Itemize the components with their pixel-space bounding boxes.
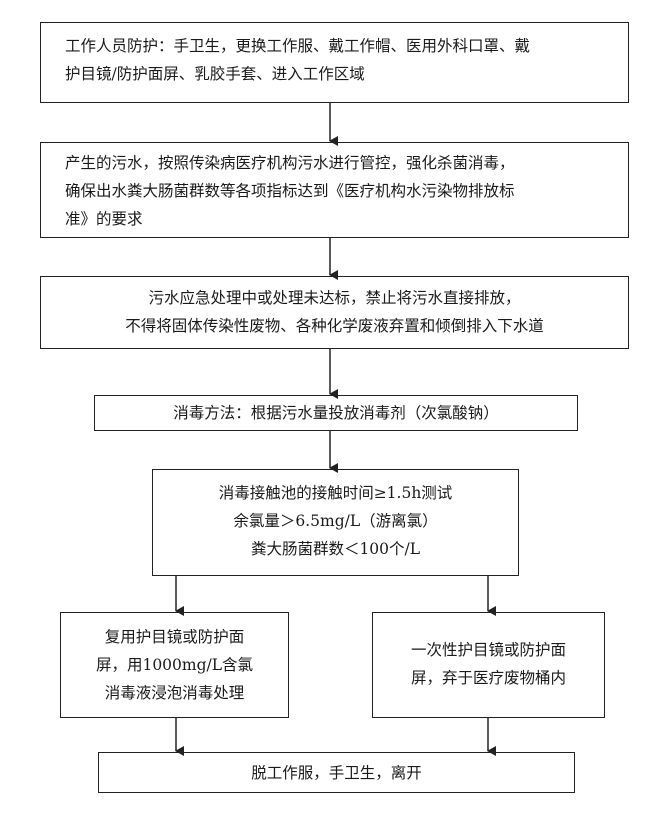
step-text-line: 复用护目镜或防护面 [104, 628, 245, 646]
step-text-line: 污水应急处理中或处理未达标，禁止将污水直接排放， [148, 289, 521, 307]
step-contact-test: 消毒接触池的接触时间≥1.5h测试 余氯量＞6.5mg/L（游离氯） 粪大肠菌群… [152, 469, 519, 576]
step-disposable-goggles: 一次性护目镜或防护面 屏，弃于医疗废物桶内 [372, 612, 605, 718]
step-text-line: 一次性护目镜或防护面 [410, 641, 566, 659]
step-text-line: 消毒接触池的接触时间≥1.5h测试 [218, 484, 453, 502]
step-reusable-goggles: 复用护目镜或防护面 屏，用1000mg/L含氯 消毒液浸泡消毒处理 [60, 612, 289, 718]
step-text-line: 余氯量＞6.5mg/L（游离氯） [233, 512, 438, 530]
step-text-line: 粪大肠菌群数＜100个/L [250, 540, 421, 558]
step-text-line: 屏，弃于医疗废物桶内 [410, 669, 566, 687]
step-text-line: 不得将固体传染性废物、各种化学废液弃置和倾倒排入下水道 [125, 317, 544, 335]
step-text-line: 护目镜/防护面屏、乳胶手套、进入工作区域 [65, 65, 365, 83]
step-text-line: 工作人员防护：手卫生，更换工作服、戴工作帽、医用外科口罩、戴 [65, 37, 531, 55]
step-text-line: 脱工作服，手卫生，离开 [251, 764, 422, 782]
step-text-line: 消毒液浸泡消毒处理 [104, 684, 245, 702]
step-text-line: 产生的污水，按照传染病医疗机构污水进行管控，强化杀菌消毒， [65, 154, 515, 172]
step-text-line: 消毒方法：根据污水量投放消毒剂（次氯酸钠） [173, 404, 499, 422]
step-staff-protection: 工作人员防护：手卫生，更换工作服、戴工作帽、医用外科口罩、戴 护目镜/防护面屏、… [40, 22, 629, 103]
step-text-line: 屏，用1000mg/L含氯 [95, 656, 254, 674]
step-leave: 脱工作服，手卫生，离开 [98, 752, 575, 793]
step-text-line: 准》的要求 [65, 210, 143, 228]
step-sewage-control: 产生的污水，按照传染病医疗机构污水进行管控，强化杀菌消毒， 确保出水粪大肠菌群数… [40, 142, 629, 238]
step-discharge-prohibition: 污水应急处理中或处理未达标，禁止将污水直接排放， 不得将固体传染性废物、各种化学… [40, 276, 629, 349]
step-disinfection-method: 消毒方法：根据污水量投放消毒剂（次氯酸钠） [94, 395, 578, 431]
step-text-line: 确保出水粪大肠菌群数等各项指标达到《医疗机构水污染物排放标 [65, 182, 515, 200]
